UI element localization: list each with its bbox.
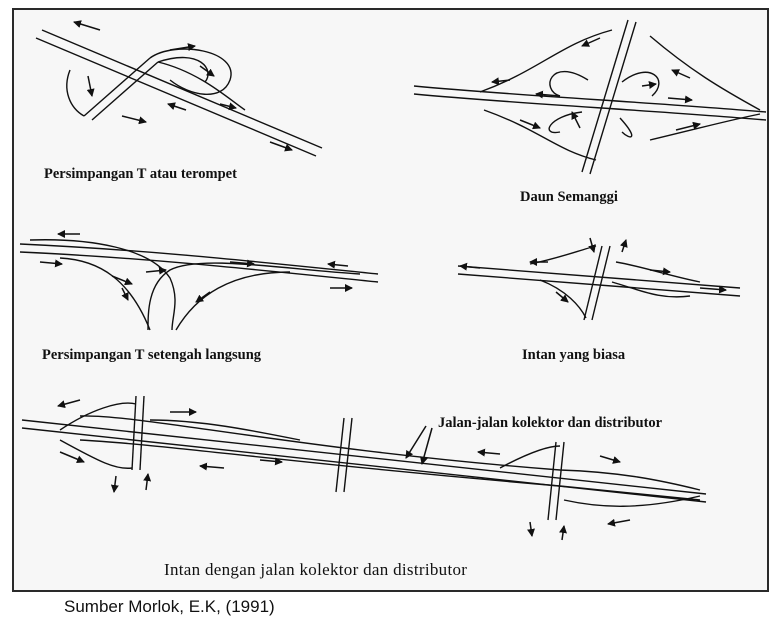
caption-semi-direct: Persimpangan T setengah langsung — [42, 347, 262, 363]
trumpet-interchange — [35, 20, 323, 157]
source-citation: Sumber Morlok, E.K, (1991) — [64, 597, 275, 616]
diamond-interchange — [457, 237, 741, 321]
caption-diamond-collector: Intan dengan jalan kolektor dan distribu… — [164, 560, 468, 579]
caption-collector-label: Jalan-jalan kolektor dan distributor — [438, 415, 663, 431]
diamond-collector-interchange — [21, 395, 707, 541]
caption-cloverleaf: Daun Semanggi — [520, 189, 618, 205]
semi-direct-t-interchange — [19, 230, 379, 331]
cloverleaf-interchange — [413, 19, 767, 175]
caption-diamond: Intan yang biasa — [522, 347, 626, 363]
caption-trumpet: Persimpangan T atau terompet — [44, 166, 237, 182]
